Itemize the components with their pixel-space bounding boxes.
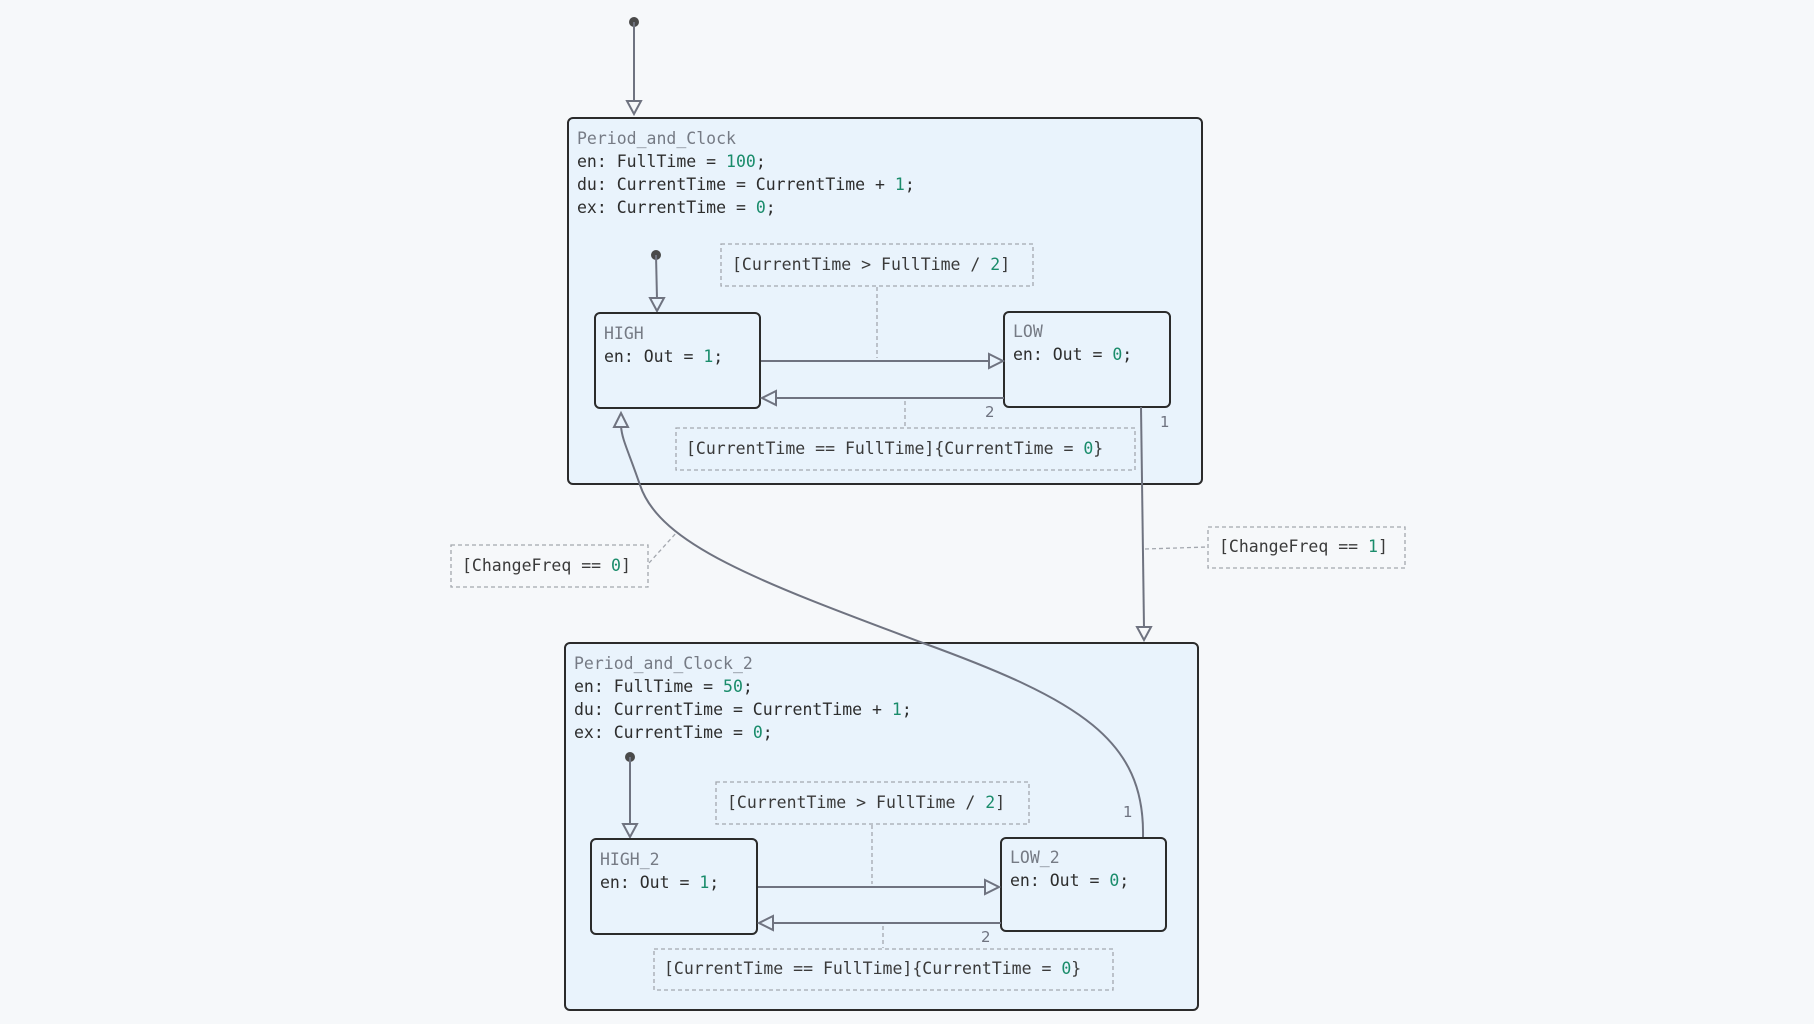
state-high-2-box[interactable] bbox=[590, 838, 758, 935]
state-low[interactable]: LOW en: Out = 0; bbox=[1003, 311, 1171, 408]
entry-action: en: Out = 1; bbox=[600, 873, 719, 892]
default-transition-top[interactable] bbox=[625, 17, 643, 117]
arrowhead-icon bbox=[1135, 626, 1153, 643]
guard-leader bbox=[648, 531, 678, 564]
guard-label-box[interactable] bbox=[450, 544, 649, 588]
arrowhead-icon bbox=[759, 389, 777, 407]
state-period-and-clock[interactable]: Period_and_Clock en: FullTime = 100; du:… bbox=[567, 117, 1203, 485]
transition-priority: 2 bbox=[985, 403, 995, 421]
entry-action: en: FullTime = 100; bbox=[577, 152, 766, 171]
guard-label-box[interactable] bbox=[675, 427, 1136, 471]
transition-curve bbox=[620, 425, 1145, 838]
transition-low-to-high[interactable]: 2 [CurrentTime == FullTime]{CurrentTime … bbox=[675, 389, 1136, 471]
arrowhead-icon bbox=[612, 410, 630, 428]
arrowhead-icon bbox=[984, 878, 1002, 896]
state-period-and-clock-2-box[interactable] bbox=[564, 642, 1199, 1011]
exit-action: ex: CurrentTime = 0; bbox=[574, 723, 773, 742]
entry-action: en: Out = 1; bbox=[604, 347, 723, 366]
default-transition-line bbox=[655, 254, 658, 300]
entry-action: en: Out = 0; bbox=[1013, 345, 1132, 364]
arrowhead-icon bbox=[756, 914, 774, 932]
arrowhead-icon bbox=[625, 100, 643, 117]
state-high[interactable]: HIGH en: Out = 1; bbox=[594, 312, 761, 409]
guard-label-box[interactable] bbox=[715, 781, 1030, 825]
entry-action: en: FullTime = 50; bbox=[574, 677, 753, 696]
transition-high-to-low[interactable]: [CurrentTime > FullTime / 2] bbox=[720, 243, 1034, 370]
state-high-box[interactable] bbox=[594, 312, 761, 409]
arrowhead-icon bbox=[648, 297, 666, 314]
transition-priority: 1 bbox=[1123, 803, 1133, 821]
guard-label: [CurrentTime > FullTime / 2] bbox=[732, 255, 1010, 274]
state-low-2[interactable]: LOW_2 en: Out = 0; bbox=[1000, 837, 1167, 932]
transition-high2-to-low2[interactable]: [CurrentTime > FullTime / 2] bbox=[715, 781, 1030, 896]
transition-priority: 1 bbox=[1160, 413, 1170, 431]
default-transition-high-2[interactable] bbox=[621, 752, 639, 840]
during-action: du: CurrentTime = CurrentTime + 1; bbox=[574, 700, 912, 719]
state-high-2[interactable]: HIGH_2 en: Out = 1; bbox=[590, 838, 758, 935]
state-name: HIGH_2 bbox=[600, 850, 660, 869]
guard-label: [CurrentTime == FullTime]{CurrentTime = … bbox=[664, 959, 1081, 978]
state-name: LOW_2 bbox=[1010, 848, 1060, 867]
state-period-and-clock-2[interactable]: Period_and_Clock_2 en: FullTime = 50; du… bbox=[564, 642, 1199, 1011]
state-name: Period_and_Clock bbox=[577, 129, 736, 148]
state-low-box[interactable] bbox=[1003, 311, 1171, 408]
guard-label-box[interactable] bbox=[720, 243, 1034, 287]
guard-label: [CurrentTime == FullTime]{CurrentTime = … bbox=[686, 439, 1103, 458]
transition-line bbox=[1140, 406, 1145, 629]
guard-leader bbox=[1144, 546, 1208, 550]
transition-low2-to-high2[interactable]: 2 [CurrentTime == FullTime]{CurrentTime … bbox=[653, 914, 1114, 991]
entry-action: en: Out = 0; bbox=[1010, 871, 1129, 890]
guard-label: [CurrentTime > FullTime / 2] bbox=[727, 793, 1005, 812]
state-name: LOW bbox=[1013, 322, 1043, 341]
state-low-2-box[interactable] bbox=[1000, 837, 1167, 932]
guard-label-box[interactable] bbox=[653, 948, 1114, 991]
exit-action: ex: CurrentTime = 0; bbox=[577, 198, 776, 217]
guard-label: [ChangeFreq == 1] bbox=[1219, 537, 1388, 556]
default-transition-high[interactable] bbox=[648, 250, 666, 314]
transition-low-to-clock2[interactable]: 1 [ChangeFreq == 1] bbox=[1135, 406, 1406, 643]
guard-label-box[interactable] bbox=[1207, 526, 1406, 569]
during-action: du: CurrentTime = CurrentTime + 1; bbox=[577, 175, 915, 194]
state-name: HIGH bbox=[604, 324, 644, 343]
arrowhead-icon bbox=[988, 352, 1006, 370]
guard-label: [ChangeFreq == 0] bbox=[462, 556, 631, 575]
transition-priority: 2 bbox=[981, 928, 991, 946]
arrowhead-icon bbox=[621, 823, 639, 840]
state-name: Period_and_Clock_2 bbox=[574, 654, 753, 673]
transition-low2-to-high[interactable]: 1 [ChangeFreq == 0] bbox=[450, 410, 1145, 838]
